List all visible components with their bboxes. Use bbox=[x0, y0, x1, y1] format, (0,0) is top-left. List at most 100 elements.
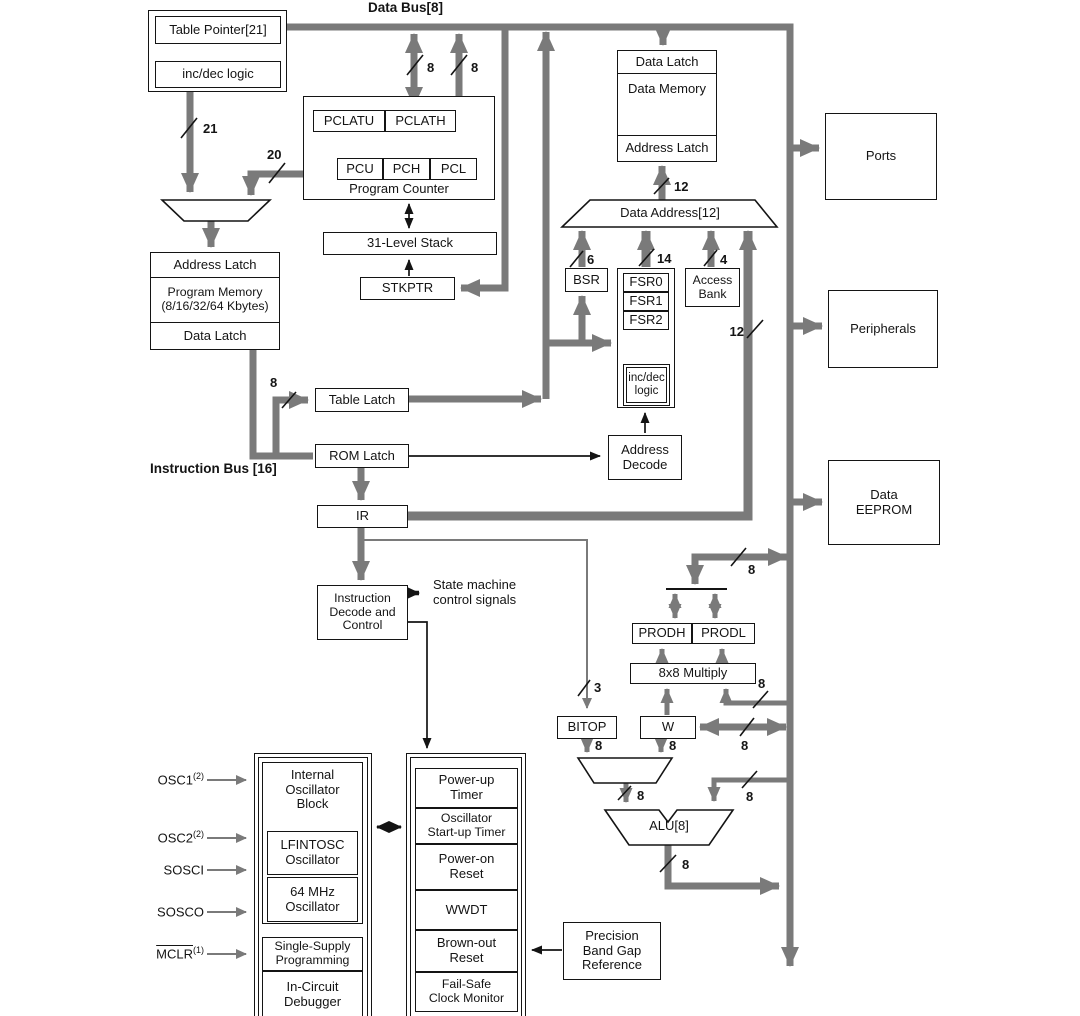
pm-address-latch[interactable]: Address Latch bbox=[151, 253, 279, 278]
rom-latch-box[interactable]: ROM Latch bbox=[315, 444, 409, 468]
table-latch-box[interactable]: Table Latch bbox=[315, 388, 409, 412]
power-on-reset-box[interactable]: Power-on Reset bbox=[415, 844, 518, 890]
pch-box[interactable]: PCH bbox=[383, 158, 430, 180]
pin-osc1-name: OSC1 bbox=[157, 772, 193, 788]
pin-osc1-sup: (2) bbox=[193, 771, 204, 781]
fsr2-box[interactable]: FSR2 bbox=[623, 311, 669, 330]
stkptr-box[interactable]: STKPTR bbox=[360, 277, 455, 300]
prodh-box[interactable]: PRODH bbox=[632, 623, 692, 644]
data-eeprom-box[interactable]: Data EEPROM bbox=[828, 460, 940, 545]
table-pointer-incdec-box[interactable]: inc/dec logic bbox=[155, 61, 281, 88]
width-bitop-out: 8 bbox=[595, 738, 602, 753]
width-w-bus: 8 bbox=[741, 738, 748, 753]
slash-pc-high bbox=[406, 54, 424, 76]
pm-memory[interactable]: Program Memory (8/16/32/64 Kbytes) bbox=[161, 285, 269, 313]
pin-osc2-name: OSC2 bbox=[157, 830, 193, 846]
pin-sosci-name: SOSCI bbox=[163, 862, 204, 878]
fsr0-box[interactable]: FSR0 bbox=[623, 273, 669, 292]
in-circuit-debugger-box[interactable]: In-Circuit Debugger bbox=[262, 971, 363, 1016]
width-bitop-in: 3 bbox=[594, 680, 601, 695]
table-pointer-box[interactable]: Table Pointer[21] bbox=[155, 16, 281, 44]
width-alu-op2: 8 bbox=[746, 789, 753, 804]
alu-shape bbox=[603, 809, 735, 846]
pcl-box[interactable]: PCL bbox=[430, 158, 477, 180]
fsr1-box[interactable]: FSR1 bbox=[623, 292, 669, 311]
slash-alu-op2 bbox=[741, 770, 758, 789]
prod-bar-bus bbox=[686, 548, 788, 585]
wwdt-box[interactable]: WWDT bbox=[415, 890, 518, 930]
width-fsr: 14 bbox=[657, 251, 672, 266]
pclath-box[interactable]: PCLATH bbox=[385, 110, 456, 132]
slash-prod-bus bbox=[730, 547, 747, 567]
pin-osc1: OSC1(2) bbox=[120, 771, 204, 788]
bitop-box[interactable]: BITOP bbox=[557, 716, 617, 739]
pcu-box[interactable]: PCU bbox=[337, 158, 383, 180]
instruction-decode-box[interactable]: Instruction Decode and Control bbox=[317, 585, 408, 640]
bus-to-alu bbox=[707, 777, 790, 802]
width-bsr: 6 bbox=[587, 252, 594, 267]
pc-to-mux1 bbox=[242, 170, 303, 196]
slash-fsr bbox=[638, 248, 655, 267]
width-data-address-out: 12 bbox=[674, 179, 688, 194]
address-decode-box[interactable]: Address Decode bbox=[608, 435, 682, 480]
fail-safe-box[interactable]: Fail-Safe Clock Monitor bbox=[415, 972, 518, 1012]
bus-to-multiply bbox=[719, 688, 790, 706]
slash-access bbox=[703, 249, 718, 267]
pin-osc2-sup: (2) bbox=[193, 829, 204, 839]
alu-input-mux bbox=[576, 757, 674, 784]
instruction-bus-title: Instruction Bus [16] bbox=[150, 461, 277, 476]
data-address-mux-shape bbox=[560, 199, 779, 228]
fsr-incdec-box[interactable]: inc/dec logic bbox=[623, 364, 670, 406]
pin-osc2: OSC2(2) bbox=[120, 829, 204, 846]
lfintosc-box[interactable]: LFINTOSC Oscillator bbox=[267, 831, 358, 875]
single-supply-box[interactable]: Single-Supply Programming bbox=[262, 937, 363, 971]
w-register-box[interactable]: W bbox=[640, 716, 696, 739]
ports-box[interactable]: Ports bbox=[825, 113, 937, 200]
width-pc-low: 8 bbox=[471, 60, 478, 75]
bsr-box[interactable]: BSR bbox=[565, 268, 608, 292]
prodl-box[interactable]: PRODL bbox=[692, 623, 755, 644]
pin-sosco-name: SOSCO bbox=[157, 904, 204, 920]
ir-to-bitop bbox=[363, 539, 592, 709]
dm-data-latch[interactable]: Data Latch bbox=[618, 51, 716, 74]
decode-to-reset-block bbox=[408, 621, 432, 749]
multiply-box[interactable]: 8x8 Multiply bbox=[630, 663, 756, 684]
width-multiply-in: 8 bbox=[758, 676, 765, 691]
osc-startup-timer-box[interactable]: Oscillator Start-up Timer bbox=[415, 808, 518, 844]
band-gap-box[interactable]: Precision Band Gap Reference bbox=[563, 922, 661, 980]
osc-64mhz-box[interactable]: 64 MHz Oscillator bbox=[267, 877, 358, 922]
slash-data-address-out bbox=[653, 177, 670, 195]
slash-pc-low bbox=[450, 54, 468, 76]
pin-sosci: SOSCI bbox=[120, 862, 204, 878]
stack-box[interactable]: 31-Level Stack bbox=[323, 232, 497, 255]
program-counter-label: Program Counter bbox=[349, 181, 449, 196]
pclatu-box[interactable]: PCLATU bbox=[313, 110, 385, 132]
slash-w-bus bbox=[739, 717, 755, 737]
alu-out-bus bbox=[664, 845, 780, 895]
brown-out-reset-box[interactable]: Brown-out Reset bbox=[415, 930, 518, 972]
access-bank-box[interactable]: Access Bank bbox=[685, 268, 740, 307]
slash-bsr bbox=[569, 250, 584, 268]
alu-label: ALU[8] bbox=[649, 818, 689, 833]
prog-data-latch-down bbox=[249, 350, 313, 460]
ir-direct-bus bbox=[408, 230, 757, 521]
width-pc-in: 20 bbox=[267, 147, 281, 162]
width-ir-direct: 12 bbox=[730, 324, 744, 339]
slash-alu-out bbox=[659, 854, 677, 873]
stkptr-feed bbox=[460, 27, 509, 297]
dm-memory[interactable]: Data Memory bbox=[627, 81, 707, 96]
ir-box[interactable]: IR bbox=[317, 505, 408, 528]
state-machine-label: State machine control signals bbox=[433, 577, 517, 607]
power-up-timer-box[interactable]: Power-up Timer bbox=[415, 768, 518, 808]
peripherals-box[interactable]: Peripherals bbox=[828, 290, 938, 368]
data-bus-title: Data Bus[8] bbox=[368, 0, 444, 15]
pin-mclr-name: MCLR bbox=[156, 946, 193, 962]
slash-pc-in bbox=[268, 162, 286, 184]
slash-ir-direct bbox=[746, 319, 764, 339]
slash-bitop-in bbox=[577, 679, 591, 697]
data-memory-group: Data Latch Data Memory Address Latch bbox=[617, 50, 717, 162]
dm-address-latch[interactable]: Address Latch bbox=[618, 135, 716, 161]
width-pc-high: 8 bbox=[427, 60, 434, 75]
width-alu-out: 8 bbox=[682, 857, 689, 872]
pm-data-latch[interactable]: Data Latch bbox=[151, 322, 279, 349]
